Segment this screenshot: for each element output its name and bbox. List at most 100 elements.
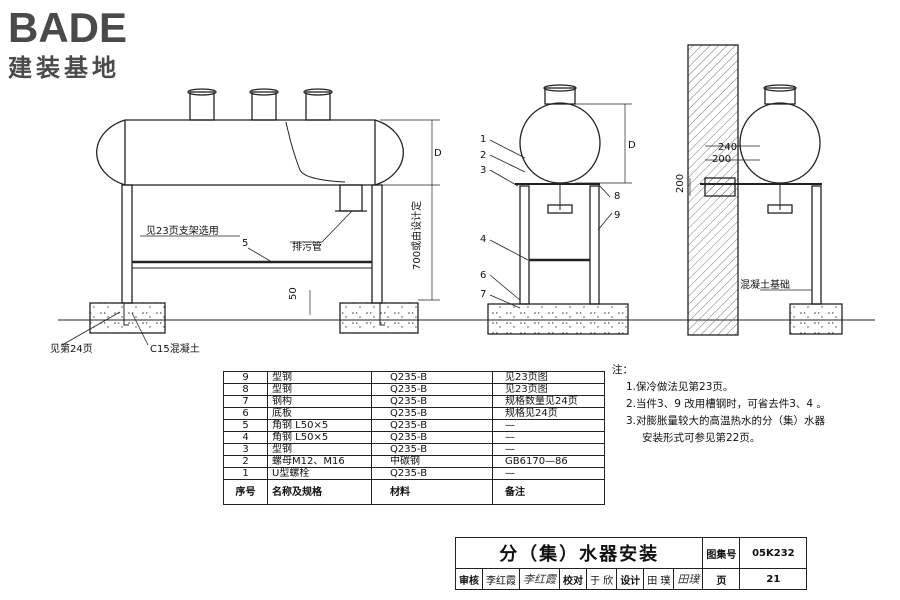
callout-3: 3 [480,165,486,176]
part-material: Q235-B [371,407,493,420]
part-material: 中碳钢 [371,455,493,468]
designer-name: 田 璞 [643,568,675,590]
part-number: 7 [223,395,268,408]
table-header-row: 序号名称及规格材料备注 [223,479,605,505]
page-label: 页 [702,568,741,590]
label-drain-pipe: 排污管 [292,240,322,253]
callout-6: 6 [480,270,486,281]
header-note: 备注 [492,479,605,505]
label-part-5: 5 [242,238,248,249]
header-no: 序号 [223,479,268,505]
part-name: U型螺栓 [267,467,372,480]
drawing-title: 分（集）水器安装 [454,537,704,569]
part-note: 见23页图 [492,383,605,396]
atlas-number: 05K232 [739,537,808,569]
label-d-mid: D [628,140,636,151]
label-dim-50: 50 [288,287,299,300]
design-label: 设计 [616,568,645,590]
callout-2: 2 [480,150,486,161]
designer-signature: 田璞 [673,568,704,590]
side-view-callouts: 1 2 3 4 6 7 8 9 D [480,134,636,300]
header-material: 材料 [371,479,493,505]
label-dim-200-h: 200 [712,154,731,165]
notes-heading: 注： [612,364,633,376]
part-material: Q235-B [371,467,493,480]
header-name: 名称及规格 [267,479,372,505]
part-material: Q235-B [371,371,493,384]
note-3-continuation: 安装形式可参见第22页。 [642,432,761,444]
front-view [61,88,440,346]
part-note: 见23页图 [492,371,605,384]
part-number: 1 [223,467,268,480]
part-number: 8 [223,383,268,396]
atlas-label: 图集号 [702,537,741,569]
label-dim-200-v: 200 [675,174,686,193]
note-1: 1.保冷做法见第23页。 [626,381,734,393]
note-3: 3.对膨胀量较大的高温热水的分（集）水器 [626,415,826,427]
logo-subtitle: 建装基地 [8,55,120,82]
callout-4: 4 [480,234,486,245]
label-bracket-note: 见23页支架选用 [146,224,219,237]
check-label: 校对 [559,568,587,590]
callout-9: 9 [614,210,620,221]
part-name: 型钢 [267,443,372,456]
label-height-dim: 700或由设计定 [410,201,423,270]
review-label: 审核 [455,568,483,590]
part-number: 6 [223,407,268,420]
part-name: 角钢 L50×5 [267,419,372,432]
part-name: 型钢 [267,371,372,384]
note-2: 2.当件3、9 改用槽钢时，可省去件3、4 。 [626,398,827,410]
part-name: 钢构 [267,395,372,408]
part-name: 角钢 L50×5 [267,431,372,444]
reviewer-signature: 李红霞 [519,568,560,590]
notes: 注： 1.保冷做法见第23页。 2.当件3、9 改用槽钢时，可省去件3、4 。 … [612,362,827,447]
callout-8: 8 [614,191,620,202]
part-note: GB6170—86 [492,455,605,468]
part-note: 规格数量见24页 [492,395,605,408]
checker-name: 于 欣 [585,568,618,590]
part-number: 3 [223,443,268,456]
part-material: Q235-B [371,419,493,432]
reviewer-name: 李红霞 [482,568,520,590]
part-number: 2 [223,455,268,468]
part-material: Q235-B [371,443,493,456]
callout-1: 1 [480,134,486,145]
label-d-left: D [434,148,442,159]
part-name: 型钢 [267,383,372,396]
callout-7: 7 [480,289,486,300]
part-number: 9 [223,371,268,384]
wall-view [687,44,843,336]
part-note: — [492,443,605,456]
label-c15-concrete: C15混凝土 [150,342,200,355]
part-note: — [492,419,605,432]
title-block: 分（集）水器安装 图集号 05K232 审核 李红霞 李红霞 校对 于 欣 设计… [454,537,808,590]
part-note: 规格见24页 [492,407,605,420]
part-name: 底板 [267,407,372,420]
part-material: Q235-B [371,395,493,408]
label-dim-240: 240 [718,142,737,153]
part-note: — [492,467,605,480]
label-concrete-base: 混凝土基础 [740,278,790,291]
part-material: Q235-B [371,431,493,444]
logo-brand: BADE [8,4,127,51]
label-see-p24: 见第24页 [50,342,93,355]
side-view [487,84,632,335]
part-name: 螺母M12、M16 [267,455,372,468]
part-note: — [492,431,605,444]
brand-logo: BADE 建装基地 [8,4,127,82]
page-number: 21 [739,568,808,590]
part-number: 5 [223,419,268,432]
part-material: Q235-B [371,383,493,396]
part-number: 4 [223,431,268,444]
